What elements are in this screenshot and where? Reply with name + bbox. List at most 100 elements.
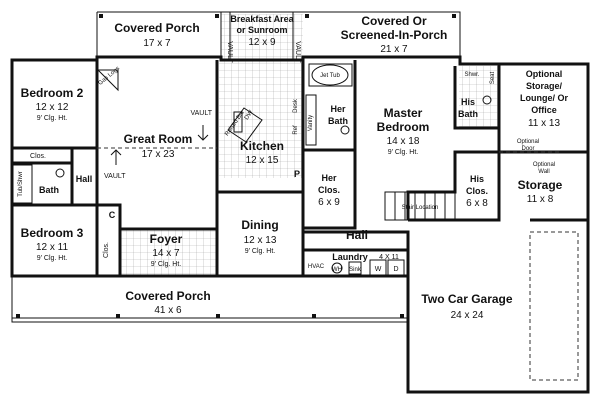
tub-shwr-label: Tub/Shwr	[18, 171, 24, 196]
sink-label: Sink	[349, 267, 362, 273]
his-bath-name-2: Bath	[458, 109, 478, 119]
gas-logs-fireplace	[96, 69, 119, 92]
bedroom2-ceiling: 9' Clg. Ht.	[37, 115, 68, 122]
vault-label-breakfast-left: VAULT	[226, 41, 233, 63]
porch-front-dims: 41 x 6	[154, 305, 182, 316]
dw-label: DW	[244, 109, 255, 121]
breakfast-windows	[229, 12, 294, 60]
sink-island	[233, 111, 243, 133]
bedroom2-name: Bedroom 2	[21, 86, 84, 100]
dryer-icon	[387, 259, 405, 277]
hall-left-name: Hall	[76, 174, 93, 184]
sink-laundry	[348, 261, 362, 275]
vault-arrow-right	[197, 125, 209, 141]
jet-tub-frame	[308, 63, 353, 87]
dining-ceiling: 9' Clg. Ht.	[245, 248, 276, 255]
his-bath-tile	[459, 66, 499, 128]
master-name: Master	[384, 106, 423, 120]
porch-front-name: Covered Porch	[125, 289, 210, 303]
toilet-herbath	[340, 125, 350, 135]
her-bath-name-2: Bath	[328, 116, 348, 126]
bedroom3-dims: 12 x 11	[36, 242, 68, 253]
foyer-tile	[120, 229, 217, 275]
hall-center-name: Hall	[346, 228, 368, 242]
laundry-dims: 4 X 11	[379, 254, 399, 261]
office-name-1: Optional	[526, 69, 563, 79]
porch-rear-left-name: Covered Porch	[114, 21, 199, 35]
porch-front-outline	[11, 276, 408, 323]
master-ceiling: 9' Clg. Ht.	[388, 149, 419, 156]
vault-label-breakfast-right: VAULT	[294, 41, 301, 63]
bath-name: Bath	[39, 185, 59, 195]
wall-dining	[217, 190, 305, 276]
jet-tub-label: Jet Tub	[320, 73, 340, 79]
dining-name: Dining	[241, 218, 278, 232]
her-closet-dims: 6 x 9	[318, 197, 340, 208]
jet-tub-icon	[311, 64, 349, 86]
vanity-label: Vanity	[308, 115, 314, 131]
porch-rear-right-name: Covered Or	[361, 14, 427, 28]
bedroom3-name: Bedroom 3	[21, 226, 84, 240]
his-closet-name-2: Clos.	[466, 186, 488, 196]
optional-door-label-2: Door	[521, 146, 534, 152]
office-name-2: Storage/	[526, 81, 563, 91]
breakfast-dims: 12 x 9	[248, 37, 276, 48]
porch-posts	[16, 14, 456, 318]
porch-rear-left-outline	[96, 11, 222, 57]
pantry-label: P	[294, 169, 300, 179]
toilet-bath	[55, 168, 65, 178]
vault-label-left: VAULT	[104, 173, 126, 180]
wall-hall-laundry	[303, 230, 410, 276]
shwr-label: Shwr.	[464, 72, 479, 78]
her-closet-name-2: Clos.	[318, 185, 340, 195]
breakfast-name-2: or Sunroom	[237, 25, 288, 35]
garage-dims: 24 x 24	[451, 310, 484, 321]
storage-dims: 11 x 8	[527, 194, 554, 205]
stair	[384, 191, 456, 221]
her-bath-name: Her	[330, 104, 346, 114]
optional-wall-label-2: Wall	[538, 169, 549, 175]
vanity-left	[305, 94, 317, 146]
bedroom3-ceiling: 9' Clg. Ht.	[37, 255, 68, 262]
foyer-name: Foyer	[150, 232, 183, 246]
breakfast-name-1: Breakfast Area	[230, 14, 294, 24]
tub-shower	[11, 164, 33, 204]
master-dims: 14 x 18	[387, 136, 420, 147]
her-closet-name: Her	[321, 173, 337, 183]
hvac-label: HVAC	[308, 264, 325, 270]
foyer-dims: 14 x 7	[152, 248, 180, 259]
storage-name: Storage	[518, 178, 563, 192]
garage-name: Two Car Garage	[421, 292, 512, 306]
laundry-name: Laundry	[332, 252, 368, 262]
optional-wall-label-1: Optional	[533, 162, 555, 168]
garage-parking-dashed	[529, 231, 579, 381]
clos-top-label: Clos.	[30, 153, 46, 160]
breakfast-tile	[221, 14, 303, 60]
exterior-wall	[10, 55, 590, 394]
clos-side-label: Clos.	[103, 242, 110, 258]
c-closet-label: C	[109, 210, 116, 220]
stair-location-label: Stair Location	[402, 205, 439, 211]
toilet-hisbath	[482, 95, 492, 105]
washer-label: W	[375, 266, 382, 273]
his-bath-name: His	[461, 97, 475, 107]
great-room-dims: 17 x 23	[142, 149, 175, 160]
desk-label: Desk	[293, 98, 299, 113]
office-name-3: Lounge/ Or	[520, 93, 568, 103]
wall-hisbath	[453, 66, 499, 130]
foyer-ceiling: 9' Clg. Ht.	[151, 261, 182, 268]
washer-icon	[369, 259, 387, 277]
water-heater-icon	[331, 262, 343, 274]
ref-label: Ref	[293, 125, 299, 135]
dining-dims: 12 x 13	[244, 235, 277, 246]
bedroom2-dims: 12 x 12	[36, 102, 69, 113]
wall-herclos	[303, 150, 357, 230]
porch-rear-right-dims: 21 x 7	[380, 44, 408, 55]
optional-door-label-1: Optional	[517, 139, 539, 145]
wall-closet-c	[97, 203, 122, 276]
master-name-2: Bedroom	[377, 120, 430, 134]
great-room-name: Great Room	[124, 132, 193, 146]
kitchen-dims: 12 x 15	[246, 155, 279, 166]
